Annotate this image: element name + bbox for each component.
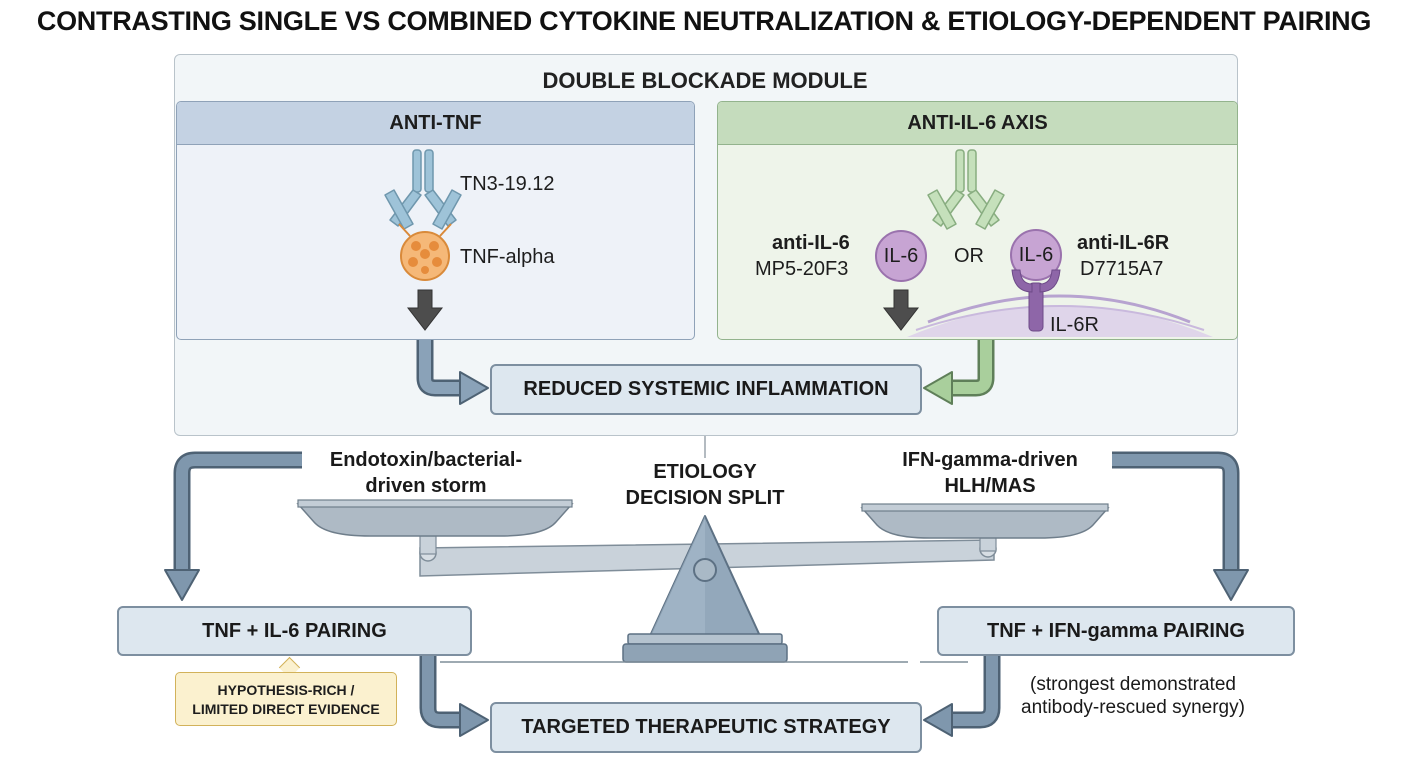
il6-right-label: IL-6	[1018, 244, 1054, 266]
ifn-branch-label: IFN-gamma-driven HLH/MAS	[872, 447, 1108, 499]
etiology-line1: ETIOLOGY	[653, 461, 757, 483]
ifn-branch-line2: HLH/MAS	[944, 475, 1036, 497]
ifn-branch-arrow-icon	[1112, 451, 1249, 601]
synergy-note-line1: (strongest demonstrated	[1030, 674, 1236, 695]
tnf-alpha-icon	[398, 223, 452, 281]
il6-left-label: IL-6	[883, 245, 919, 267]
evidence-warning-callout: HYPOTHESIS-RICH / LIMITED DIRECT EVIDENC…	[175, 672, 397, 726]
warning-line1: HYPOTHESIS-RICH /	[217, 682, 355, 698]
anti-il6-header: ANTI-IL-6 AXIS	[718, 102, 1237, 145]
anti-il6-name: anti-IL-6	[772, 232, 850, 254]
endotoxin-branch-line1: Endotoxin/bacterial-	[329, 449, 523, 471]
anti-il6r-name: anti-IL-6R	[1077, 232, 1170, 254]
tnf-antibody-icon	[384, 149, 462, 230]
cell-membrane-icon	[900, 294, 1220, 337]
page-title: CONTRASTING SINGLE VS COMBINED CYTOKINE …	[36, 6, 1372, 36]
tnf-antibody-label: TN3-19.12	[460, 173, 555, 195]
anti-il6r-clone: D7715A7	[1080, 258, 1164, 280]
left-to-final-arrow-icon	[419, 654, 489, 737]
anti-tnf-header: ANTI-TNF	[177, 102, 694, 145]
anti-il6-clone: MP5-20F3	[755, 258, 849, 280]
synergy-note: (strongest demonstrated antibody-rescued…	[1008, 673, 1258, 719]
il6-cytokine-right-icon	[1010, 229, 1062, 281]
ifn-branch-line1: IFN-gamma-driven	[902, 449, 1078, 471]
etiology-decision-label: ETIOLOGY DECISION SPLIT	[590, 459, 820, 511]
tnf-il6-pairing-box: TNF + IL-6 PAIRING	[117, 606, 472, 656]
endotoxin-branch-line2: driven storm	[365, 475, 487, 497]
or-label: OR	[954, 245, 984, 267]
synergy-note-line2: antibody-rescued synergy)	[1021, 697, 1245, 718]
endotoxin-branch-arrow-icon	[164, 451, 302, 601]
warning-line2: LIMITED DIRECT EVIDENCE	[192, 701, 380, 717]
tnf-alpha-label: TNF-alpha	[460, 246, 555, 268]
module-title: DOUBLE BLOCKADE MODULE	[542, 68, 868, 93]
tnf-ifn-pairing-box: TNF + IFN-gamma PAIRING	[937, 606, 1295, 656]
balance-scale-icon	[296, 499, 1110, 663]
il6-receptor-label: IL-6R	[1050, 314, 1099, 336]
il6-down-arrow-icon	[882, 289, 920, 331]
targeted-strategy-box: TARGETED THERAPEUTIC STRATEGY	[490, 702, 922, 753]
il6-to-outcome-arrow-icon	[923, 340, 995, 405]
tnf-down-arrow-icon	[406, 289, 444, 331]
il6-antibody-icon	[927, 149, 1005, 230]
il6-cytokine-left-icon	[875, 230, 927, 282]
tnf-to-outcome-arrow-icon	[416, 340, 489, 405]
reduced-inflammation-box: REDUCED SYSTEMIC INFLAMMATION	[490, 364, 922, 415]
etiology-line2: DECISION SPLIT	[625, 487, 785, 509]
il6-receptor-icon	[1011, 269, 1061, 332]
right-to-final-arrow-icon	[923, 654, 1001, 737]
endotoxin-branch-label: Endotoxin/bacterial- driven storm	[306, 447, 546, 499]
